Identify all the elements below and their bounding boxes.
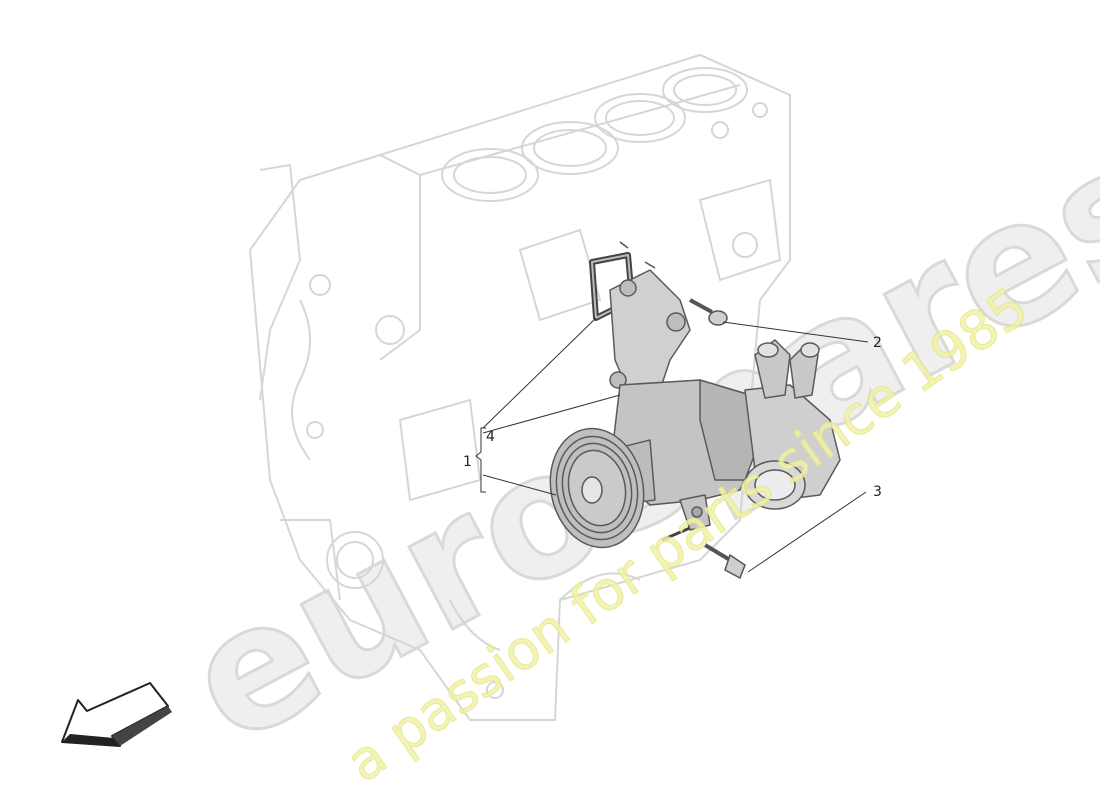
callout-4: 4	[486, 429, 495, 445]
bolt-part-3	[703, 543, 746, 580]
leader-lines	[475, 317, 869, 573]
callout-1: 1	[463, 454, 472, 470]
arrow-down-left-icon	[61, 682, 172, 747]
callout-3: 3	[873, 484, 882, 500]
engine-block	[248, 53, 791, 721]
bolt-part-2	[689, 298, 728, 326]
dowel-pins	[619, 241, 656, 269]
water-pump-assembly	[549, 269, 841, 549]
callout-2: 2	[873, 335, 882, 351]
